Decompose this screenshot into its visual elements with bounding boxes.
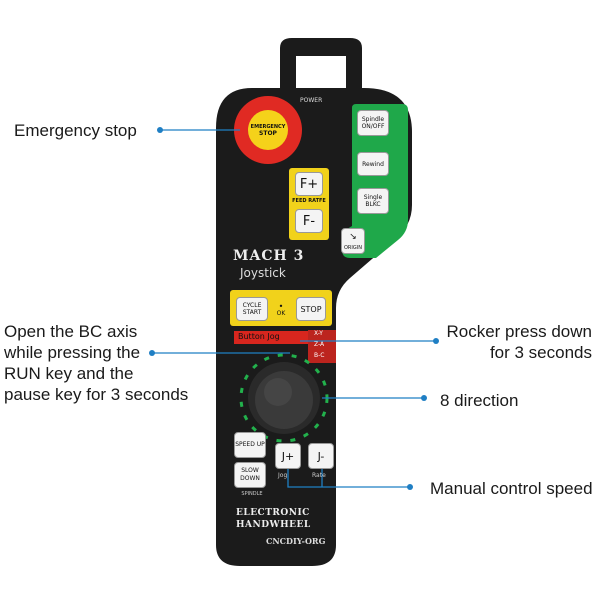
jog-minus-button[interactable]: J- — [308, 443, 334, 469]
stop-button[interactable]: STOP — [296, 297, 326, 321]
brand-title: MACH 3 — [233, 248, 305, 264]
emergency-center-text: STOP — [259, 129, 277, 137]
callout-manual-speed: Manual control speed — [430, 479, 593, 498]
handwheel-line1: ELECTRONIC — [236, 508, 310, 518]
origin-icon: ↘ — [349, 232, 357, 242]
callout-lines — [152, 129, 436, 488]
feed-plus-button[interactable]: F+ — [295, 172, 323, 196]
ok-label: • OK — [276, 302, 286, 318]
feed-minus-button[interactable]: F- — [295, 209, 323, 233]
brand-subtitle: Joystick — [240, 266, 286, 280]
handwheel-line2: HANDWHEEL — [236, 520, 311, 530]
single-block-button[interactable]: Single BLKC — [357, 188, 389, 214]
origin-button[interactable]: ↘ ORIGIN — [341, 228, 365, 254]
feed-rate-label: FEED RATFE — [292, 198, 326, 204]
callout-eight-direction: 8 direction — [440, 391, 519, 410]
callout-bc-axis: Open the BC axis while pressing the RUN … — [4, 322, 189, 404]
hanging-loop — [280, 38, 362, 95]
emergency-stop-button[interactable]: EMERGENCY STOP — [248, 110, 288, 150]
button-jog-label: Button Jog — [238, 332, 280, 341]
speed-up-button[interactable]: SPEED UP — [234, 432, 266, 458]
maker-label: CNCDIY-ORG — [266, 536, 326, 546]
axis-bc-label: B-C — [314, 352, 325, 359]
slow-down-button[interactable]: SLOW DOWN — [234, 462, 266, 488]
callout-emergency-stop: Emergency stop — [14, 121, 137, 140]
axis-za-label: Z-A — [314, 341, 325, 348]
button-jog-bar — [234, 331, 308, 344]
emergency-ring-text: EMERGENCY — [250, 123, 286, 130]
callout-rocker: Rocker press down for 3 seconds — [446, 322, 592, 362]
rate-caption: Rate — [312, 472, 326, 479]
cycle-start-button[interactable]: CYCLE START — [236, 297, 268, 321]
joystick[interactable] — [252, 368, 316, 432]
jog-plus-button[interactable]: J+ — [275, 443, 301, 469]
spindle-caption: SPINDLE — [241, 491, 263, 497]
green-panel — [342, 104, 408, 258]
jog-caption: Jog — [278, 472, 288, 479]
spindle-button[interactable]: Spindle ON/OFF — [357, 110, 389, 136]
power-label: POWER — [300, 97, 323, 104]
axis-xy-label: X-Y — [314, 330, 323, 337]
rewind-button[interactable]: Rewind — [357, 152, 389, 176]
